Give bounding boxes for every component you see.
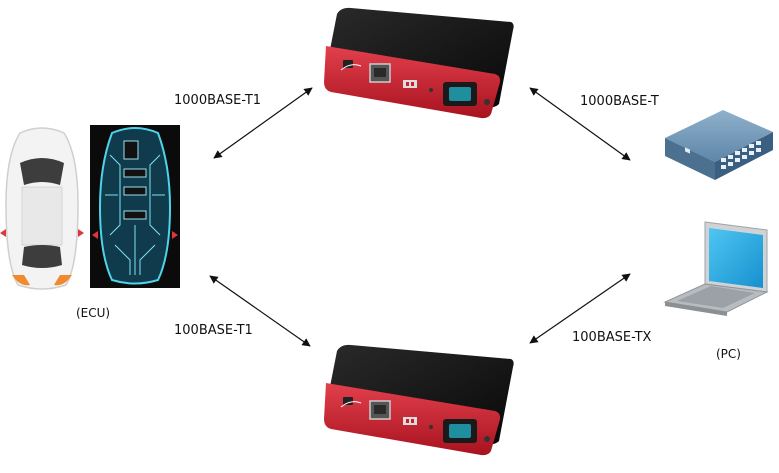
link-label-top-right: 1000BASE-T (580, 94, 659, 109)
media-converter-top (324, 7, 514, 119)
arrow-ecu-to-bottom-converter (209, 275, 311, 347)
link-label-bottom-right: 100BASE-TX (572, 330, 652, 345)
arrow-bottom-converter-to-pc (529, 273, 631, 344)
laptop-icon (663, 221, 769, 316)
arrow-top-converter-to-switch (529, 87, 631, 161)
link-label-bottom-left: 100BASE-T1 (174, 323, 253, 338)
ecu-circuit-board-icon (90, 125, 180, 288)
ecu-caption: (ECU) (76, 306, 111, 320)
media-converter-bottom (324, 344, 514, 456)
network-switch-icon (665, 110, 773, 180)
pc-caption: (PC) (716, 347, 741, 361)
link-label-top-left: 1000BASE-T1 (174, 93, 262, 108)
arrow-ecu-to-top-converter (213, 87, 313, 159)
car-top-view-icon (0, 127, 84, 290)
